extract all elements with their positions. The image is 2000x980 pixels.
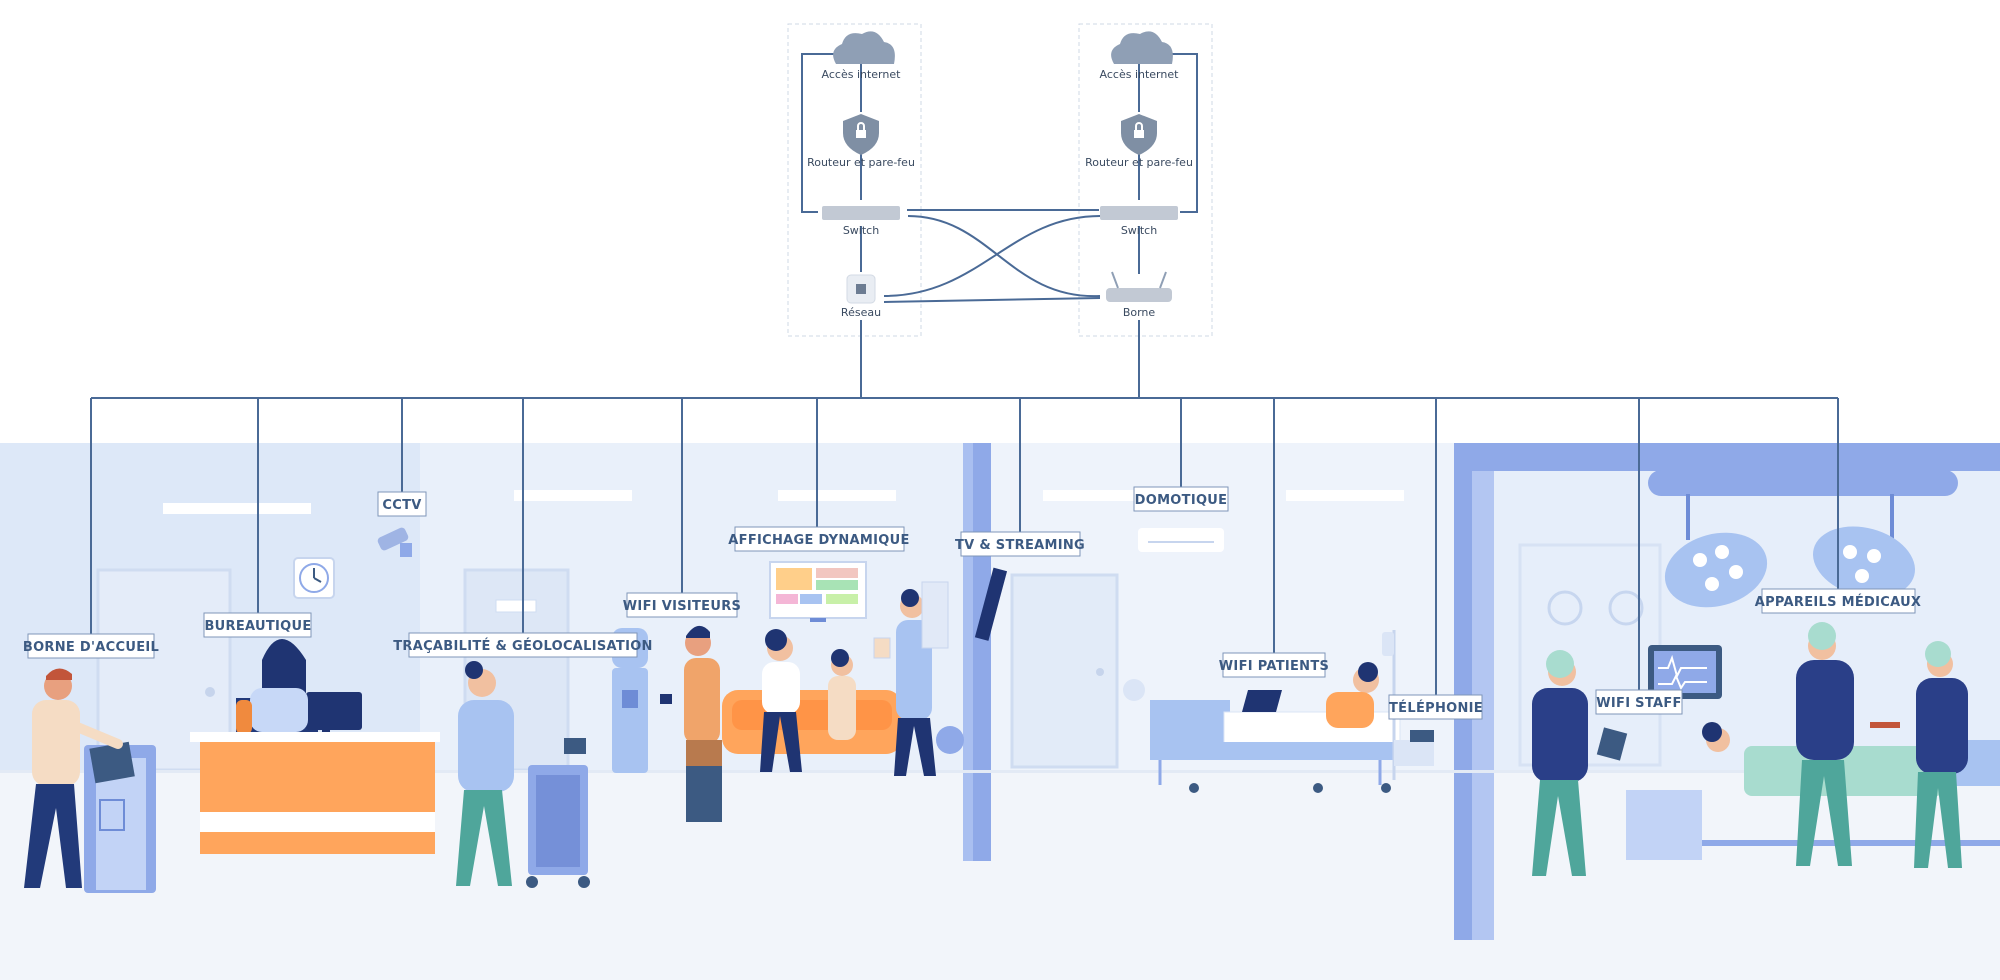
clock-icon: [293, 557, 335, 599]
cctv-camera-icon: [377, 527, 412, 557]
svg-text:DOMOTIQUE: DOMOTIQUE: [1135, 493, 1228, 508]
svg-text:CCTV: CCTV: [382, 498, 421, 513]
cloud-icon: [1111, 31, 1173, 64]
left-switch-label: Switch: [843, 224, 879, 237]
zone-tracabilite: TRAÇABILITÉ & GÉOLOCALISATION: [393, 632, 653, 658]
svg-text:APPAREILS MÉDICAUX: APPAREILS MÉDICAUX: [1755, 594, 1922, 610]
nurse-with-cart: [456, 661, 590, 888]
digital-signage-screen: [769, 561, 949, 649]
svg-text:TRAÇABILITÉ & GÉOLOCALISATION: TRAÇABILITÉ & GÉOLOCALISATION: [393, 638, 653, 654]
vital-signs-monitor: [1648, 645, 1722, 699]
left-network-stack: Accès internet Routeur et pare-feu Switc…: [807, 31, 915, 319]
zone-borne-accueil: BORNE D'ACCUEIL: [23, 633, 159, 659]
svg-text:TÉLÉPHONIE: TÉLÉPHONIE: [1389, 700, 1483, 716]
wifi-access-point-icon: [1106, 288, 1172, 302]
switch-icon: [1100, 206, 1178, 220]
zone-affichage-dynamique: AFFICHAGE DYNAMIQUE: [728, 526, 909, 552]
svg-text:BORNE D'ACCUEIL: BORNE D'ACCUEIL: [23, 640, 159, 655]
right-network-stack: Accès internet Routeur et pare-feu Switc…: [1085, 31, 1193, 319]
illustrations: [24, 494, 2000, 893]
svg-text:WIFI STAFF: WIFI STAFF: [1596, 696, 1681, 711]
patient-bed: [1150, 630, 1434, 793]
zone-tv-streaming: TV & STREAMING: [955, 531, 1085, 557]
person-kiosk: [24, 668, 123, 888]
tv-screen: [974, 567, 1008, 641]
zone-appareils-medicaux: APPAREILS MÉDICAUX: [1755, 588, 1922, 614]
svg-text:AFFICHAGE DYNAMIQUE: AFFICHAGE DYNAMIQUE: [728, 533, 909, 548]
left-router-label: Routeur et pare-feu: [807, 156, 915, 169]
visitor-standing: [660, 625, 722, 822]
network-groups: [787, 23, 1213, 337]
svg-text:WIFI PATIENTS: WIFI PATIENTS: [1219, 659, 1329, 674]
waiting-bench: [722, 690, 902, 754]
zone-wifi-staff: WIFI STAFF: [1595, 689, 1683, 715]
svg-text:WIFI VISITEURS: WIFI VISITEURS: [623, 599, 741, 614]
surgical-staff: [1532, 622, 1968, 876]
right-switch-label: Switch: [1121, 224, 1157, 237]
reception-desk: [190, 639, 440, 854]
network-wires: [90, 53, 1839, 695]
cloud-icon: [833, 31, 895, 64]
zone-wifi-visiteurs: WIFI VISITEURS: [623, 592, 741, 618]
zone-wifi-patients: WIFI PATIENTS: [1219, 652, 1329, 678]
switch-icon: [822, 206, 900, 220]
left-endpoint-label: Réseau: [841, 306, 881, 319]
waiting-family: [760, 589, 936, 776]
zone-bureautique: BUREAUTIQUE: [203, 612, 312, 638]
right-endpoint-label: Borne: [1123, 306, 1156, 319]
svg-text:TV & STREAMING: TV & STREAMING: [955, 538, 1085, 553]
zone-telephonie: TÉLÉPHONIE: [1388, 694, 1483, 720]
kiosk-illustration: [84, 741, 156, 893]
right-internet-label: Accès internet: [1100, 68, 1180, 81]
right-router-label: Routeur et pare-feu: [1085, 156, 1193, 169]
thermostat-device: [1138, 528, 1224, 552]
plant-illustration: [936, 679, 1145, 754]
zone-labels: BORNE D'ACCUEIL BUREAUTIQUE CCTV TRAÇABI…: [23, 486, 1922, 720]
svg-text:BUREAUTIQUE: BUREAUTIQUE: [204, 619, 311, 634]
zone-cctv: CCTV: [377, 491, 427, 517]
zone-domotique: DOMOTIQUE: [1133, 486, 1229, 512]
left-internet-label: Accès internet: [822, 68, 902, 81]
